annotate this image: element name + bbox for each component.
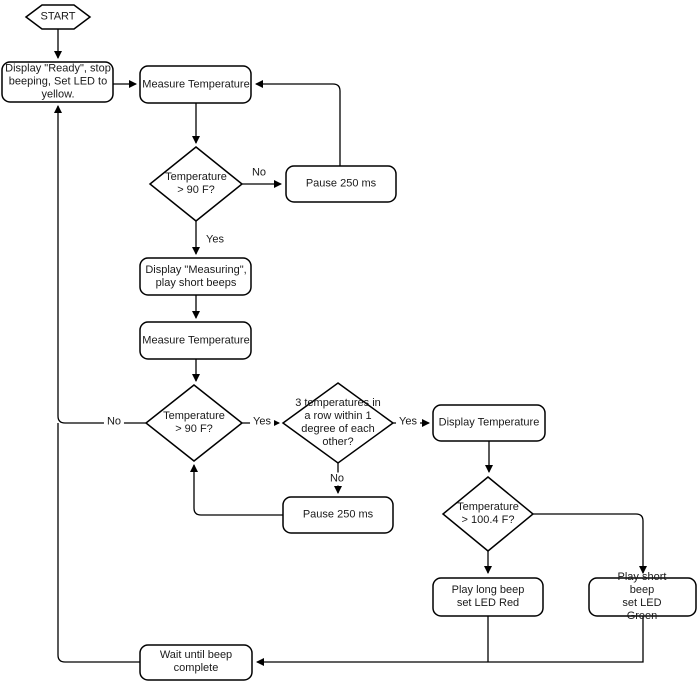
start-hexagon-shape: [24, 4, 92, 30]
decision-4-diamond-shape: [441, 476, 535, 552]
decision-3-diamond-shape: [281, 382, 395, 464]
decision-2-diamond-shape: [144, 384, 244, 462]
decision-1-diamond-shape: [148, 146, 244, 222]
